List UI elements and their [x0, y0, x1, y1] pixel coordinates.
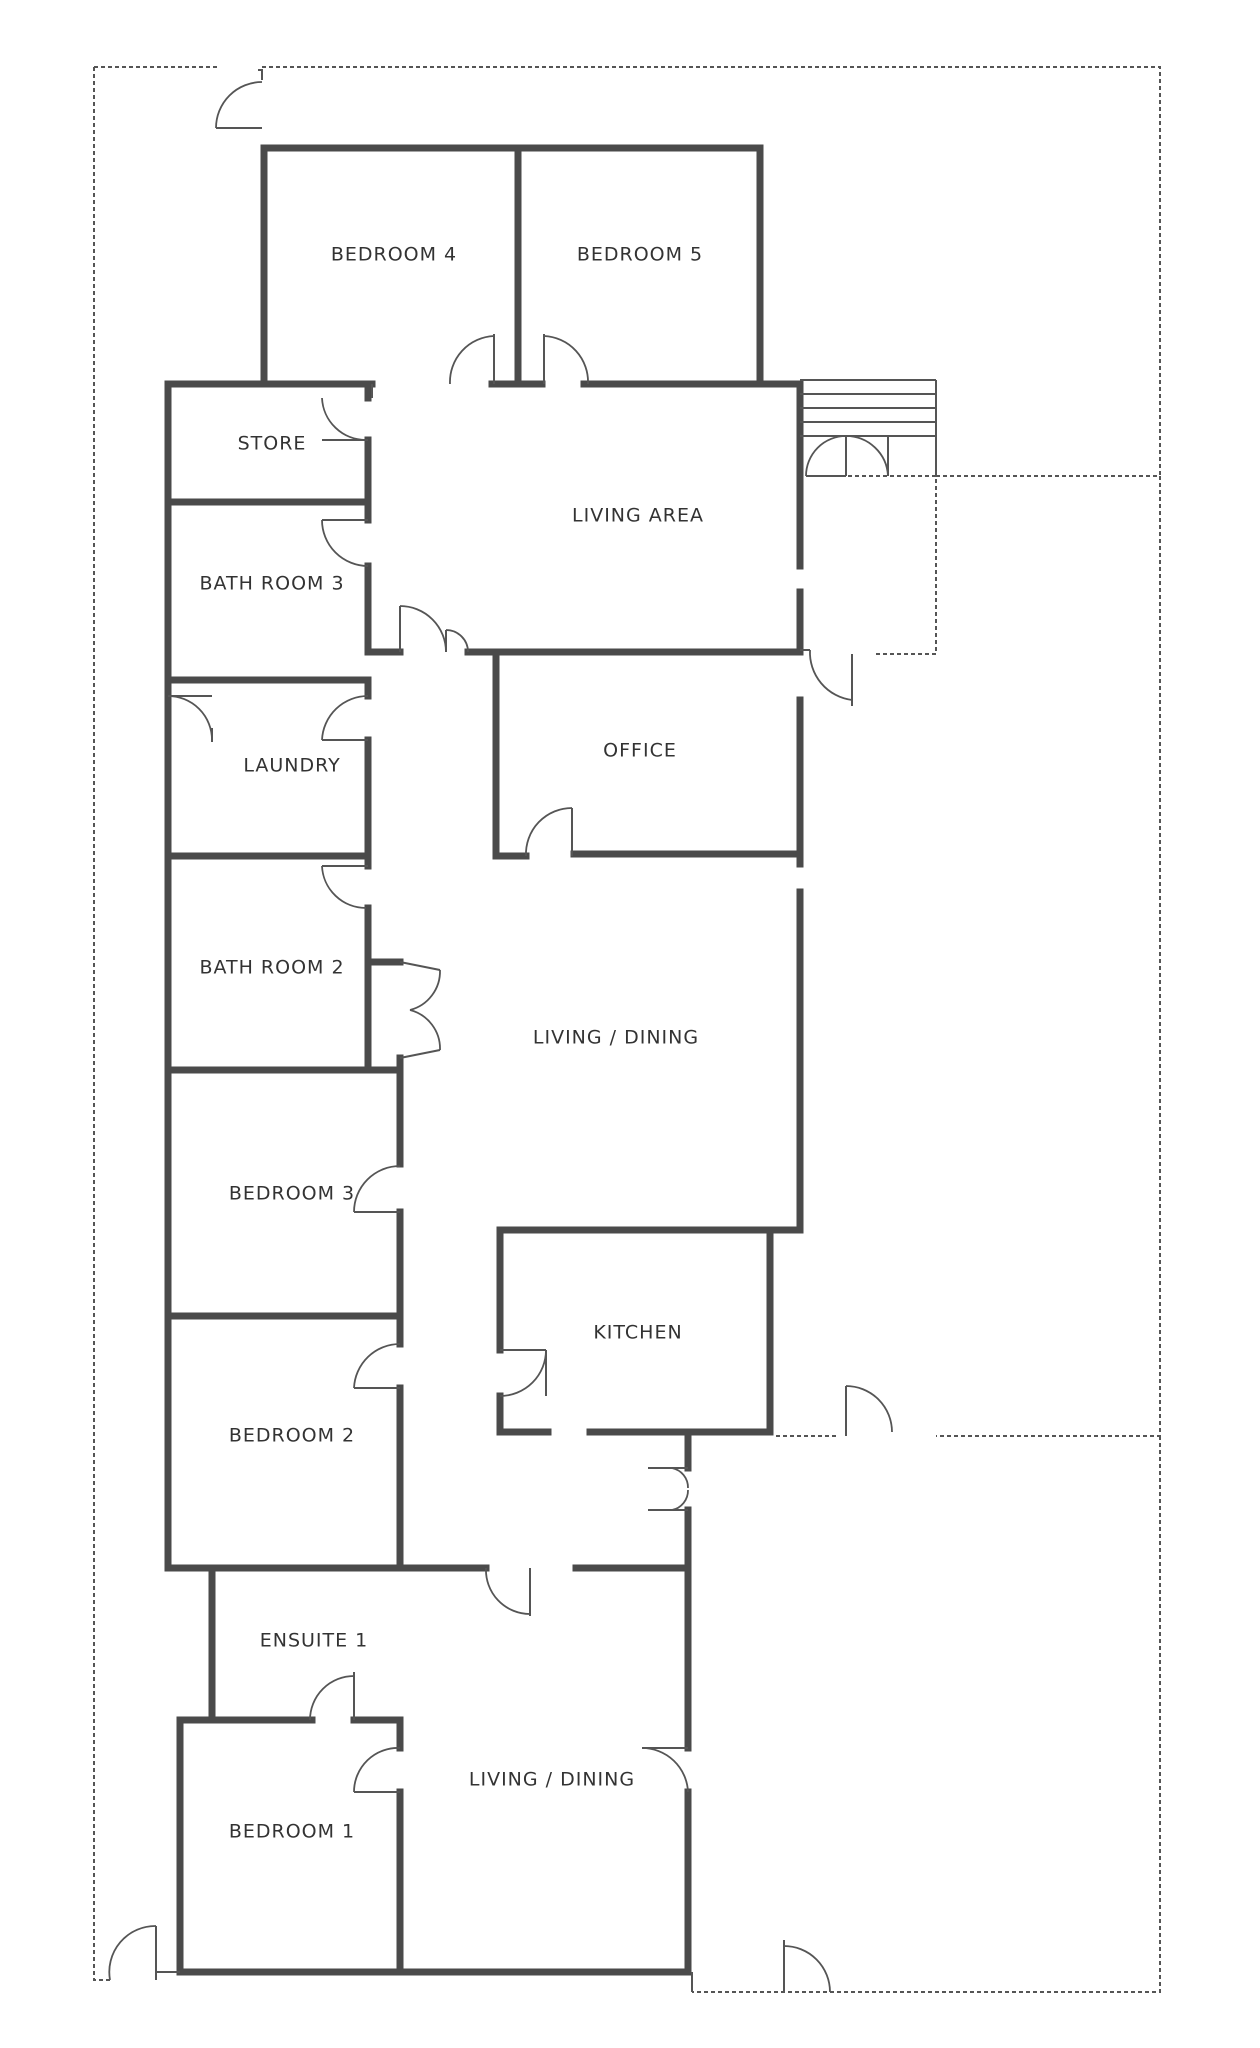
- label-bedroom-5: BEDROOM 5: [577, 244, 703, 266]
- label-bedroom-4: BEDROOM 4: [331, 244, 457, 266]
- label-living-dining-main: LIVING / DINING: [533, 1027, 699, 1049]
- doors: [108, 69, 893, 1993]
- walls: [164, 144, 804, 1976]
- label-ensuite-1: ENSUITE 1: [260, 1630, 369, 1652]
- room-labels: BEDROOM 4 BEDROOM 5 STORE LIVING AREA BA…: [199, 244, 704, 1843]
- label-store: STORE: [238, 433, 307, 455]
- label-bath-room-3: BATH ROOM 3: [199, 573, 344, 595]
- label-laundry: LAUNDRY: [243, 755, 340, 777]
- label-office: OFFICE: [603, 740, 677, 762]
- label-living-area: LIVING AREA: [572, 505, 704, 527]
- external-stairs: [800, 379, 937, 476]
- label-bedroom-1: BEDROOM 1: [229, 1821, 355, 1843]
- label-kitchen: KITCHEN: [593, 1322, 682, 1344]
- label-bedroom-3: BEDROOM 3: [229, 1183, 355, 1205]
- thin-lines: [156, 384, 373, 1973]
- label-bath-room-2: BATH ROOM 2: [199, 957, 344, 979]
- label-bedroom-2: BEDROOM 2: [229, 1425, 355, 1447]
- label-living-dining-unit: LIVING / DINING: [469, 1769, 635, 1791]
- property-boundary: [93, 66, 1161, 1993]
